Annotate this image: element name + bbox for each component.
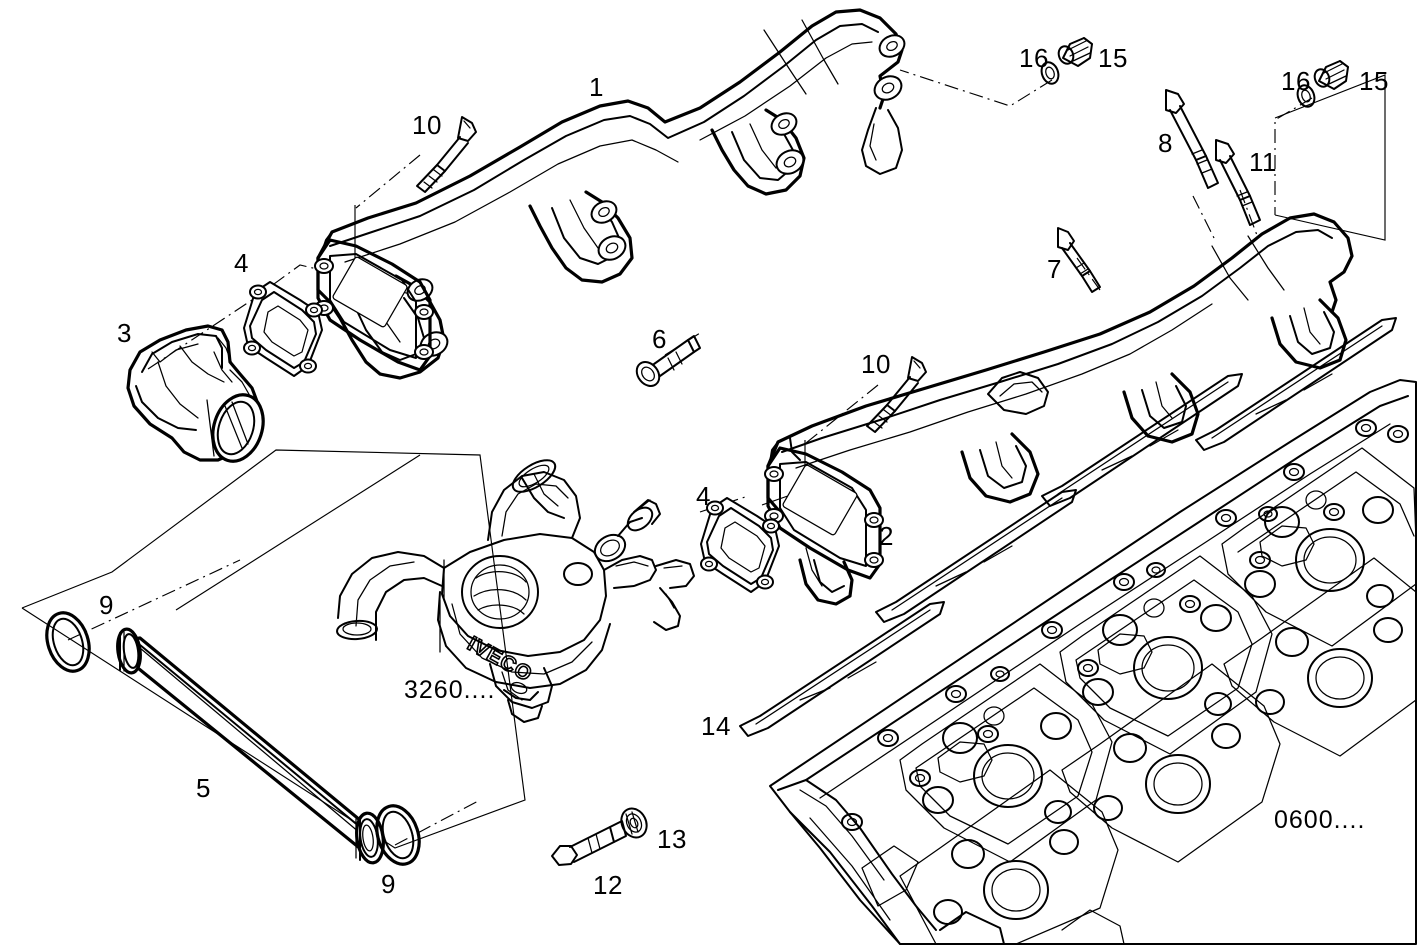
callout-intake-elbow-duct: 3 [117, 318, 132, 348]
callout-stud-bolt-rear: 10 [861, 349, 891, 379]
callout-threaded-plug-rear: 15 [1359, 66, 1389, 96]
part-6-socket-head-bolt [635, 335, 701, 387]
part-13-sealing-washer [620, 807, 648, 839]
part-5-intercooler-transfer-tube [116, 627, 385, 865]
callout-hex-bolt-long: 8 [1158, 128, 1173, 158]
callout-plug-seal-ring-rear: 16 [1281, 66, 1311, 96]
part-7-hex-bolt-short [1057, 227, 1101, 293]
callout-o-ring-seal-upper: 9 [99, 590, 114, 620]
intake-egr-assembly: IVECO [336, 459, 695, 723]
part-15-threaded-plug-front [1057, 37, 1093, 67]
callout-hex-bolt-flange: 12 [593, 870, 623, 900]
reference-code-intake-egr-assembly: 3260.... [404, 676, 496, 704]
callout-intercooler-transfer-tube: 5 [196, 773, 211, 803]
part-1-exhaust-manifold-front [314, 8, 906, 380]
callout-manifold-flange-gasket-front: 4 [234, 248, 249, 278]
part-9-o-ring-seal-upper [45, 611, 91, 673]
reference-code-cylinder-head-block: 0600.... [1274, 806, 1366, 834]
callout-socket-head-bolt: 6 [652, 324, 667, 354]
callout-exhaust-manifold-rear: 2 [879, 521, 894, 551]
callout-exhaust-manifold-front: 1 [589, 72, 604, 102]
callout-o-ring-seal-lower: 9 [381, 869, 396, 899]
cylinder-head-block [769, 379, 1417, 945]
callout-stud-bolt-front: 10 [412, 110, 442, 140]
callout-hex-bolt-short: 7 [1047, 254, 1062, 284]
callout-manifold-flange-gasket-rear: 4 [696, 481, 711, 511]
part-3-intake-elbow-duct [126, 324, 265, 463]
callout-threaded-plug-front: 15 [1098, 43, 1128, 73]
callout-plug-seal-ring-front: 16 [1019, 43, 1049, 73]
part-2-exhaust-manifold-rear [764, 212, 1354, 606]
part-16-plug-seal-ring-rear [1296, 84, 1316, 108]
callout-sealing-washer: 13 [657, 824, 687, 854]
callout-manifold-gasket-strip: 14 [701, 711, 731, 741]
part-10-stud-bolt-rear [866, 356, 927, 433]
part-11-hex-bolt-medium [1215, 139, 1261, 226]
callout-hex-bolt-medium: 11 [1249, 147, 1277, 177]
part-4-manifold-flange-gasket-front [243, 281, 323, 377]
part-15-threaded-plug-rear [1313, 60, 1349, 90]
part-9-o-ring-seal-lower [375, 804, 421, 866]
part-10-stud-bolt-front [416, 116, 477, 193]
part-14-manifold-gasket-strips [739, 317, 1397, 737]
part-12-hex-bolt-flange [551, 820, 627, 866]
part-8-hex-bolt-long [1165, 89, 1219, 189]
part-4-manifold-flange-gasket-rear [700, 497, 780, 593]
part-16-plug-seal-ring-front [1040, 61, 1060, 85]
